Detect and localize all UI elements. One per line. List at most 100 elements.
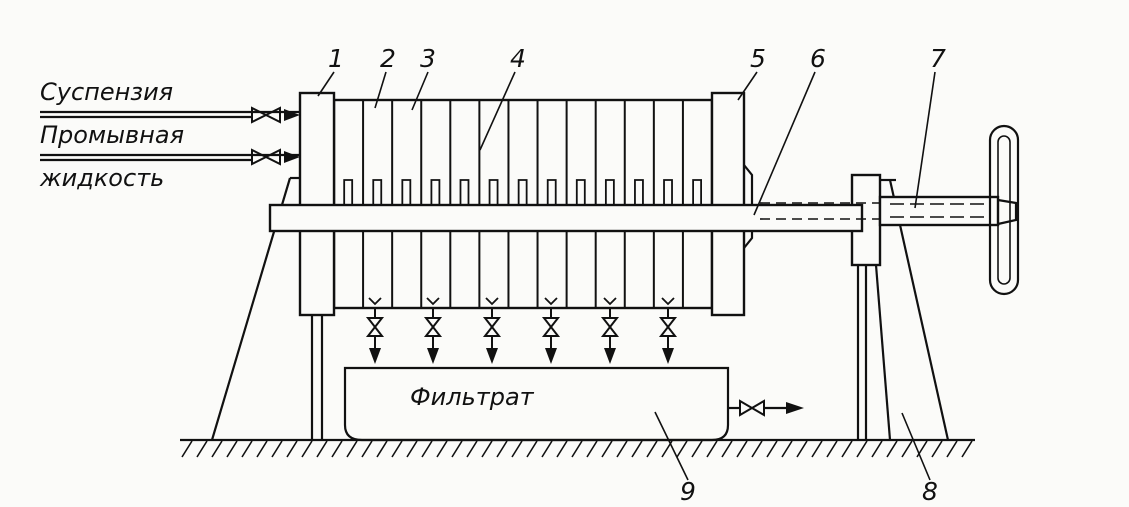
hatch-line (721, 440, 733, 458)
hatch-line (571, 440, 583, 458)
suspension-valve-icon (251, 106, 281, 124)
hatch-line (256, 440, 268, 458)
tank-outlet-arrow-icon (786, 402, 804, 414)
tap-chevron-icon (426, 297, 440, 306)
plate-lug (634, 179, 644, 205)
hatch-line (856, 440, 868, 458)
tap-arrow-icon (486, 348, 498, 364)
plate-lug (488, 179, 499, 205)
hatch-line (796, 440, 808, 458)
hatch-line (391, 440, 403, 458)
callout-number-5: 5 (750, 44, 766, 73)
hatch-line (331, 440, 343, 458)
tap-valve-top-icon (423, 317, 443, 329)
tap-chevron-icon (485, 297, 499, 306)
suspension-inlet (40, 106, 300, 124)
plate-lug (343, 179, 354, 205)
tap-valve-top-icon (658, 317, 678, 329)
right-support-frame (850, 173, 950, 441)
tap-valve-top-icon (482, 317, 502, 329)
hatch-line (421, 440, 433, 458)
hatch-line (346, 440, 358, 458)
hatch-line (406, 440, 418, 458)
tap-valve-top-icon (541, 317, 561, 329)
ground (180, 438, 975, 458)
hatch-line (436, 440, 448, 458)
hatch-line (841, 440, 853, 458)
plate-lug (575, 179, 586, 205)
hatch-line (751, 440, 763, 458)
callout-number-3: 3 (420, 44, 436, 73)
tap-valve-bottom-icon (541, 325, 561, 337)
plate-lug (517, 179, 528, 205)
tap-valve-bottom-icon (365, 325, 385, 337)
hatch-line (871, 440, 883, 458)
hatch-line (301, 440, 313, 458)
filtrate-tank (343, 366, 804, 442)
wash-valve-icon (251, 148, 281, 166)
hatch-line (931, 440, 943, 458)
drain-tap (423, 297, 443, 364)
hatch-line (901, 440, 913, 458)
hatch-line (286, 440, 298, 458)
hatch-line (526, 440, 538, 458)
wash-liquid-inlet (40, 148, 300, 166)
hatch-line (781, 440, 793, 458)
plate-lug (372, 179, 383, 205)
drain-tap (658, 297, 678, 364)
drain-tap (365, 297, 385, 364)
tap-valve-bottom-icon (658, 325, 678, 337)
drain-tap (541, 297, 561, 364)
plate-lug (546, 179, 557, 205)
wash-liquid-label-line2: жидкость (39, 164, 164, 192)
hatch-line (601, 440, 613, 458)
tap-arrow-icon (369, 348, 381, 364)
hatch-line (826, 440, 838, 458)
hatch-line (916, 440, 928, 458)
plate-lug (401, 179, 412, 205)
hatch-line (316, 440, 328, 458)
plate-lug (663, 179, 673, 205)
ground-hatching (181, 440, 973, 458)
filtrate-drain-taps (365, 297, 678, 364)
hatch-line (466, 440, 478, 458)
wash-liquid-label-line1: Промывная (40, 121, 184, 149)
hatch-line (361, 440, 373, 458)
tap-valve-bottom-icon (600, 325, 620, 337)
hatch-line (481, 440, 493, 458)
suspension-arrow-icon (284, 109, 300, 121)
tap-arrow-icon (604, 348, 616, 364)
hatch-line (511, 440, 523, 458)
tap-chevron-icon (661, 297, 675, 306)
screw-shaft (760, 195, 1018, 227)
plate-lug (430, 179, 441, 205)
hatch-line (706, 440, 718, 458)
tap-arrow-icon (662, 348, 674, 364)
hatch-line (811, 440, 823, 458)
tap-valve-bottom-icon (423, 325, 443, 337)
hatch-line (451, 440, 463, 458)
plate-lug (604, 179, 615, 205)
callout-number-7: 7 (930, 44, 946, 73)
hatch-line (586, 440, 598, 458)
drain-tap (482, 297, 502, 364)
filtrate-label: Фильтрат (410, 383, 535, 411)
plate-lug (692, 179, 702, 205)
hatch-line (196, 440, 208, 458)
tap-valve-top-icon (600, 317, 620, 329)
hatch-line (736, 440, 748, 458)
callout-number-8: 8 (922, 477, 938, 506)
hatch-line (226, 440, 238, 458)
callout-number-2: 2 (380, 44, 396, 73)
suspension-label: Суспензия (40, 78, 173, 106)
hatch-line (496, 440, 508, 458)
hatch-line (376, 440, 388, 458)
tap-arrow-icon (545, 348, 557, 364)
callout-number-1: 1 (328, 44, 344, 73)
leader-lines (317, 71, 936, 481)
hatch-line (541, 440, 553, 458)
guide-bar (268, 203, 864, 233)
callout-number-6: 6 (810, 44, 826, 73)
plate-lug (459, 179, 470, 205)
hatch-line (691, 440, 703, 458)
